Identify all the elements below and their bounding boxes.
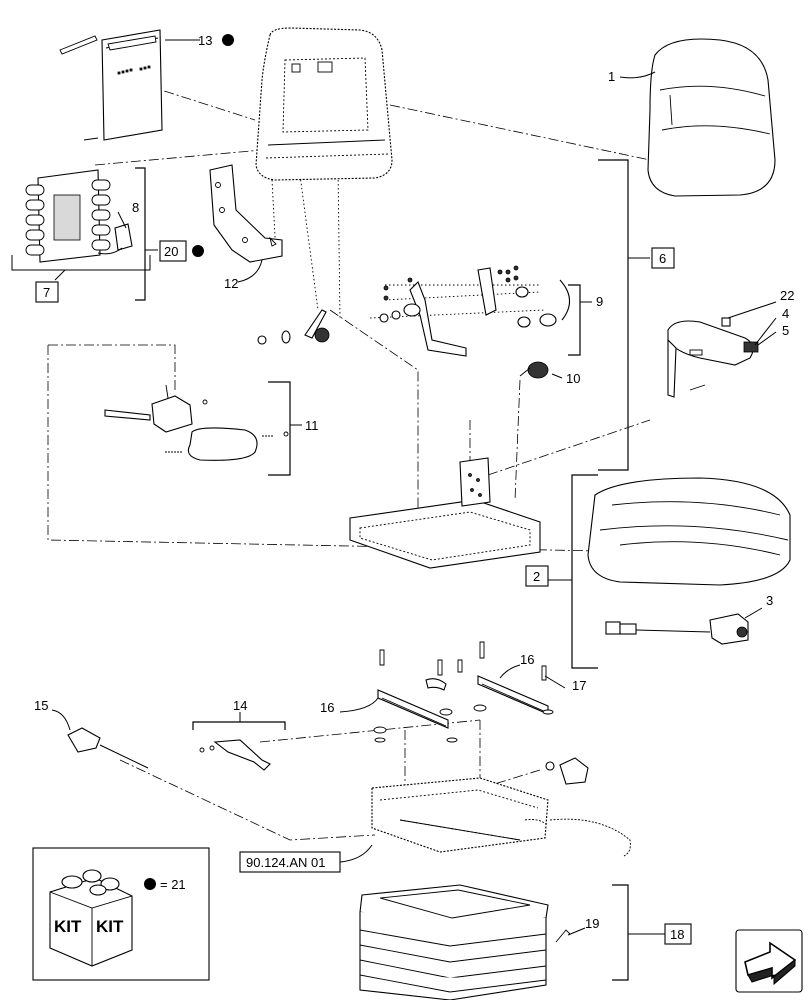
callout-5: 5 xyxy=(782,323,789,338)
callout-4: 4 xyxy=(782,306,789,321)
assembly-lines xyxy=(47,79,651,841)
callout-6-box: 6 xyxy=(651,247,675,269)
mounting-bracket-part xyxy=(209,164,283,263)
seat-cushion-part xyxy=(587,477,791,586)
callout-2-box: 2 xyxy=(525,565,549,587)
callout-16-right: 16 xyxy=(520,652,534,667)
callout-18-box: 18 xyxy=(664,923,692,945)
callout-7-box: 7 xyxy=(35,281,59,303)
armrest-control-part xyxy=(667,317,759,398)
callout-17: 17 xyxy=(572,678,586,693)
callout-15: 15 xyxy=(34,698,48,713)
callout-6: 6 xyxy=(659,251,666,266)
callout-13: 13 xyxy=(198,33,212,48)
rail-bracket-part xyxy=(199,739,271,771)
pivot-hardware-part xyxy=(257,309,330,345)
kit-label-left: KIT xyxy=(54,917,82,936)
heater-pad-part xyxy=(11,169,151,271)
backrest-frame-part xyxy=(255,27,393,181)
document-pouch-part xyxy=(59,29,163,141)
suspension-base-part xyxy=(371,757,631,857)
adjustment-knob-part xyxy=(519,361,549,379)
callout-labels: 13 1 6 8 20 7 12 9 22 4 5 10 11 2 3 16 1… xyxy=(34,33,794,945)
kit-marker-dot-20 xyxy=(192,245,204,257)
callout-8: 8 xyxy=(132,200,139,215)
slide-rails-part xyxy=(373,641,554,743)
kit-marker-dot-13 xyxy=(222,34,234,46)
callout-9: 9 xyxy=(596,294,603,309)
callout-11: 11 xyxy=(305,418,319,433)
lever-handle-part xyxy=(104,384,289,461)
callout-12: 12 xyxy=(224,276,238,291)
bellows-cover-part xyxy=(359,884,571,1000)
callout-1: 1 xyxy=(608,69,615,84)
alignment-lines xyxy=(271,159,546,321)
kit-label-right: KIT xyxy=(96,917,124,936)
seat-sensor-cable-part xyxy=(605,613,749,645)
callout-20: 20 xyxy=(164,244,178,259)
recliner-linkage-part xyxy=(379,265,571,357)
callout-16-left: 16 xyxy=(320,700,334,715)
callout-18: 18 xyxy=(670,927,684,942)
callout-7: 7 xyxy=(43,285,50,300)
leader-lines xyxy=(51,39,777,981)
callout-10: 10 xyxy=(566,371,580,386)
kit-legend-dot xyxy=(144,878,156,890)
seat-pan-part xyxy=(349,457,541,569)
callout-2: 2 xyxy=(533,569,540,584)
kit-box-icon: KIT KIT xyxy=(49,869,133,967)
callout-22: 22 xyxy=(780,288,794,303)
kit-legend: KIT KIT = 21 xyxy=(32,847,210,981)
callout-3: 3 xyxy=(766,593,773,608)
reference-label: 90.124.AN 01 xyxy=(246,855,326,870)
next-page-arrow-icon[interactable] xyxy=(735,929,803,993)
callout-20-box: 20 xyxy=(159,240,204,262)
cable-harness-part xyxy=(67,727,149,769)
reference-label-box: 90.124.AN 01 xyxy=(239,851,341,873)
callout-14: 14 xyxy=(233,698,247,713)
back-cushion-part xyxy=(647,38,776,197)
callout-19: 19 xyxy=(585,916,599,931)
kit-legend-equals: = 21 xyxy=(160,877,186,892)
